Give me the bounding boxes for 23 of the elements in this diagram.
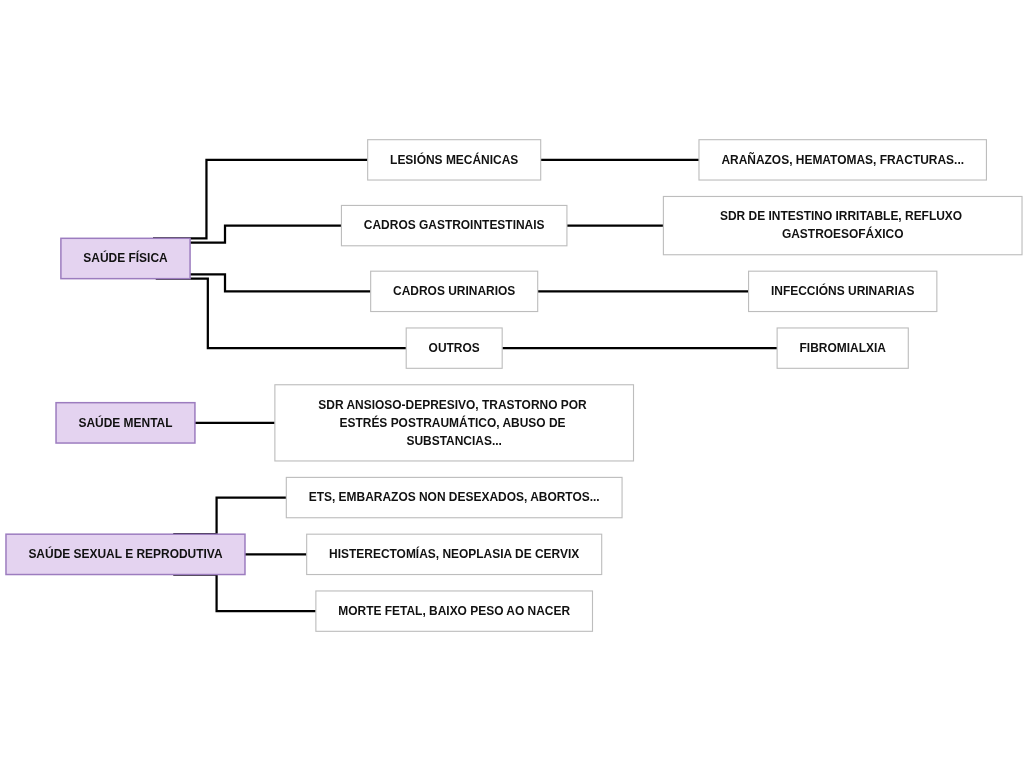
node-box: FIBROMIALXIA <box>776 327 909 369</box>
connector <box>566 224 664 227</box>
node-box: SDR ANSIOSO-DEPRESIVO, TRASTORNO POR ESTRÉS POSTRAUMÁTICO, ABUSO DE SUBSTANCIAS... <box>274 384 635 462</box>
connector <box>502 347 778 350</box>
node-box: SAÚDE MENTAL <box>55 401 196 444</box>
connector <box>540 158 699 161</box>
connector <box>190 273 371 293</box>
node-box: LESIÓNS MECÁNICAS <box>367 139 542 181</box>
connector <box>245 553 307 556</box>
connector <box>194 421 275 424</box>
node-box: SAÚDE SEXUAL E REPRODUTIVA <box>5 533 246 576</box>
node-box: ETS, EMBARAZOS NON DESEXADOS, ABORTOS... <box>285 476 623 519</box>
node-box: CADROS URINARIOS <box>370 270 539 313</box>
node-box: HISTERECTOMÍAS, NEOPLASIA DE CERVIX <box>306 533 603 576</box>
connector <box>537 290 749 293</box>
node-box: MORTE FETAL, BAIXO PESO AO NACER <box>315 590 594 632</box>
node-box: SAÚDE FÍSICA <box>60 237 191 280</box>
node-box: SDR DE INTESTINO IRRITABLE, REFLUXO GASTROESOFÁXICO <box>662 195 1023 256</box>
node-box: ARAÑAZOS, HEMATOMAS, FRACTURAS... <box>698 139 987 181</box>
node-box: OUTROS <box>405 327 503 369</box>
node-box: CADROS GASTROINTESTINAIS <box>340 204 568 247</box>
connector <box>190 224 342 244</box>
node-box: INFECCIÓNS URINARIAS <box>748 270 938 313</box>
